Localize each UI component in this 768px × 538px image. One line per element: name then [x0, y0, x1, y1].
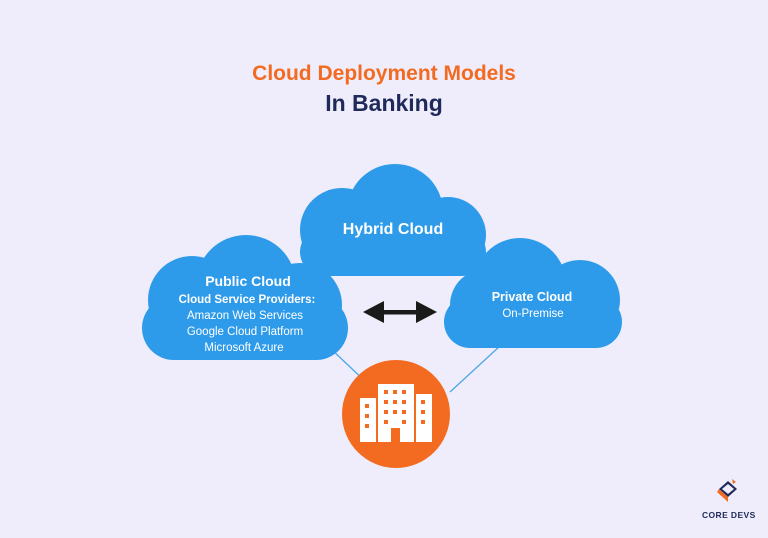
- private-cloud-title: Private Cloud: [492, 290, 573, 304]
- title-line-1: Cloud Deployment Models: [252, 62, 516, 85]
- hybrid-cloud-title: Hybrid Cloud: [343, 221, 443, 238]
- public-cloud: Public Cloud Cloud Service Providers: Am…: [142, 235, 348, 360]
- logo-text: CORE DEVS: [702, 510, 756, 520]
- public-cloud-provider: Amazon Web Services: [187, 310, 303, 322]
- core-devs-logo: CORE DEVS: [702, 478, 756, 520]
- private-cloud: Private Cloud On-Premise: [444, 238, 622, 348]
- core-devs-logo-icon: [717, 479, 737, 502]
- office-building-icon: [342, 360, 450, 468]
- public-cloud-provider: Microsoft Azure: [204, 342, 283, 354]
- public-cloud-title: Public Cloud: [205, 273, 291, 289]
- double-arrow-icon: [363, 301, 437, 323]
- public-cloud-subtitle: Cloud Service Providers:: [179, 294, 316, 306]
- private-cloud-subtitle: On-Premise: [502, 308, 563, 320]
- hybrid-cloud: Hybrid Cloud: [300, 164, 486, 276]
- public-cloud-provider: Google Cloud Platform: [187, 326, 303, 338]
- connector-line-private: [449, 345, 501, 393]
- title-line-2: In Banking: [325, 90, 443, 116]
